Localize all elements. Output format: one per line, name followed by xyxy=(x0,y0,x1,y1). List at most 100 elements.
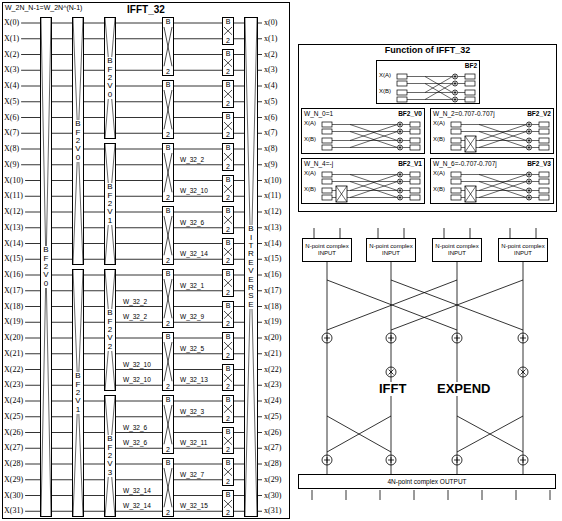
connector xyxy=(234,433,244,449)
twiddle-factor: W_32_2 xyxy=(180,156,204,163)
butterfly-line xyxy=(105,396,115,516)
output-wire xyxy=(258,306,262,307)
butterfly-line xyxy=(350,132,398,148)
register-symbol xyxy=(322,138,332,143)
connector xyxy=(234,212,244,228)
output-wire xyxy=(258,38,262,39)
output-signal: x(24) xyxy=(264,396,281,406)
output-wire xyxy=(258,448,262,449)
twiddle-factor: W_32_6 xyxy=(123,424,147,431)
block-label: 2 xyxy=(223,383,233,390)
output-signal: x(7) xyxy=(264,128,277,138)
register-symbol xyxy=(451,138,461,143)
butterfly-line xyxy=(224,279,232,287)
output-wire xyxy=(258,275,262,276)
butterfly-line xyxy=(457,416,523,452)
adder-symbol xyxy=(400,139,401,142)
butterfly-line xyxy=(350,190,398,191)
butterfly-line xyxy=(461,131,479,132)
block-label: BIT REVERSE xyxy=(248,225,254,309)
output-signal: x(28) xyxy=(264,459,281,469)
adder-symbol xyxy=(527,138,532,143)
adder-symbol xyxy=(455,98,456,101)
input-label: X(A) xyxy=(433,170,445,177)
butterfly-line xyxy=(332,174,350,175)
register-symbol xyxy=(451,145,461,150)
butterfly-block: B2 xyxy=(222,490,234,518)
panel-title: IFFT_32 xyxy=(127,4,165,15)
input-lead xyxy=(314,228,315,238)
adder-symbol xyxy=(453,74,458,79)
butterfly-line xyxy=(532,181,540,182)
connector xyxy=(174,275,222,291)
output-wire xyxy=(258,212,262,213)
adder-symbol xyxy=(528,140,531,141)
butterfly-line xyxy=(224,437,232,445)
butterfly-line xyxy=(164,405,172,444)
butterfly-line xyxy=(403,190,411,191)
connector xyxy=(234,496,244,512)
output-wire xyxy=(258,338,262,339)
box-label: N-point complex INPUT xyxy=(433,243,481,257)
block-label: B xyxy=(163,144,173,151)
butterfly-line xyxy=(461,174,479,175)
butterfly-symbol xyxy=(163,81,173,138)
adder-symbol xyxy=(528,174,531,175)
butterfly-line xyxy=(350,197,398,198)
butterfly-line xyxy=(327,280,457,330)
input-lead xyxy=(536,228,537,238)
butterfly-line xyxy=(164,153,172,192)
connector xyxy=(116,149,162,196)
block-label: 2 xyxy=(223,163,233,170)
adder-symbol xyxy=(399,124,402,125)
butterfly-line xyxy=(350,131,398,132)
connector xyxy=(457,262,458,474)
output-signal: x(19) xyxy=(264,317,281,327)
butterfly-block: B2 xyxy=(162,17,174,76)
butterfly-line xyxy=(164,27,172,66)
input-wire xyxy=(25,511,40,512)
register-symbol xyxy=(410,188,420,193)
register-symbol xyxy=(539,179,549,184)
butterfly-line xyxy=(164,27,172,66)
butterfly-line xyxy=(41,18,51,516)
butterfly-line xyxy=(407,76,425,77)
butterfly-block: B2 xyxy=(222,238,234,266)
output-signal: x(30) xyxy=(264,491,281,501)
butterfly-line xyxy=(224,90,232,98)
input-signal: X(14) xyxy=(4,239,23,249)
butterfly-block: B2 xyxy=(222,395,234,423)
adder-symbol xyxy=(453,97,458,102)
output-signal: x(16) xyxy=(264,270,281,280)
adder-symbol xyxy=(455,75,456,78)
multiplier-symbol xyxy=(465,186,476,202)
adder-symbol xyxy=(527,172,532,177)
block-label: BF2 V0 xyxy=(75,120,81,162)
twiddle-factor: W_32_15 xyxy=(180,502,208,509)
adder-symbol xyxy=(400,180,401,183)
block-title: IFFT xyxy=(378,382,407,396)
butterfly-detail-box: W_N_2=0.707-0.707jBF2_V2X(A)X(B) xyxy=(430,108,554,154)
adder-symbol xyxy=(529,139,530,142)
output-lead xyxy=(550,490,551,500)
butterfly-line xyxy=(350,147,398,148)
butterfly-line xyxy=(164,90,172,129)
block-label: 2 xyxy=(163,194,173,201)
butterfly-line xyxy=(532,174,540,175)
butterfly-line xyxy=(224,500,232,508)
butterfly-line xyxy=(224,27,232,35)
register-symbol xyxy=(451,172,461,177)
output-wire xyxy=(258,70,262,71)
butterfly-symbol xyxy=(163,270,173,327)
twiddle-factor: W_32_2 xyxy=(123,313,147,320)
butterfly-block: BF2 V2 xyxy=(104,269,116,391)
butterfly-line xyxy=(461,124,479,125)
butterfly-line xyxy=(407,99,425,100)
output-wire xyxy=(258,227,262,228)
process-box: N-point complex INPUT xyxy=(302,238,352,262)
input-lead xyxy=(378,228,379,238)
twiddle-factor: W_32_14 xyxy=(123,487,151,494)
input-signal: X(7) xyxy=(4,128,19,138)
input-signal: X(29) xyxy=(4,475,23,485)
butterfly-block: B2 xyxy=(162,80,174,139)
